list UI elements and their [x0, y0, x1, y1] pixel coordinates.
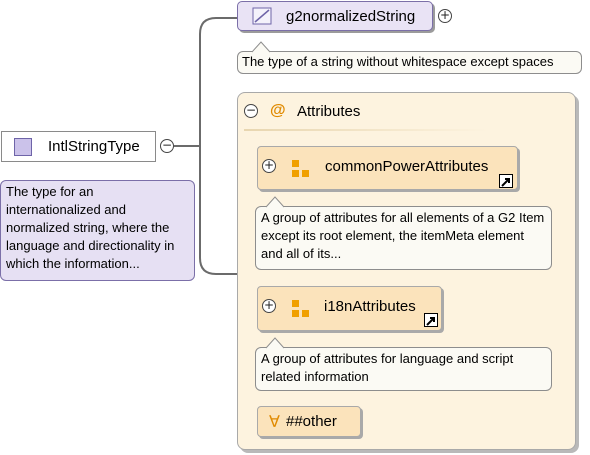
group-name: commonPowerAttributes	[325, 158, 489, 175]
any-attribute-node[interactable]: ∀ ##other	[257, 406, 361, 437]
attributes-title: Attributes	[297, 103, 361, 120]
simple-type-icon	[252, 7, 272, 25]
attributes-at-icon: @	[270, 102, 286, 119]
attribute-group-icon	[292, 300, 309, 317]
group-expand-icon[interactable]: +	[262, 158, 276, 173]
group-description-common-power: A group of attributes for all elements o…	[255, 206, 552, 270]
base-type-name: g2normalizedString	[286, 7, 416, 25]
attribute-group-common-power[interactable]: + commonPowerAttributes	[257, 146, 518, 190]
root-collapse-icon[interactable]: −	[160, 138, 174, 153]
jump-arrow-icon[interactable]	[424, 313, 438, 327]
group-description-pointer	[266, 196, 284, 208]
group-expand-icon[interactable]: +	[262, 298, 276, 313]
attributes-collapse-icon[interactable]: −	[244, 103, 258, 118]
attribute-group-i18n[interactable]: + i18nAttributes	[257, 286, 442, 331]
attributes-title-underline	[244, 129, 488, 131]
base-expand-icon[interactable]: +	[438, 8, 452, 23]
jump-arrow-icon[interactable]	[499, 174, 513, 188]
group-description-pointer	[266, 337, 284, 349]
root-type-name: IntlStringType	[48, 138, 140, 155]
base-description: The type of a string without whitespace …	[237, 51, 582, 74]
base-description-pointer	[252, 41, 270, 53]
group-name: i18nAttributes	[324, 298, 416, 315]
root-to-attributes-connector	[199, 146, 238, 275]
wildcard-icon: ∀	[269, 412, 280, 431]
root-to-base-connector	[174, 17, 238, 147]
base-type-node[interactable]: g2normalizedString	[237, 1, 433, 31]
root-type-node[interactable]: IntlStringType	[1, 131, 156, 162]
complex-type-icon	[14, 137, 32, 156]
root-description: The type for an internationalized and no…	[0, 180, 195, 281]
group-description-i18n: A group of attributes for language and s…	[255, 347, 552, 391]
attribute-group-icon	[292, 160, 309, 177]
any-attribute-label: ##other	[286, 413, 337, 430]
